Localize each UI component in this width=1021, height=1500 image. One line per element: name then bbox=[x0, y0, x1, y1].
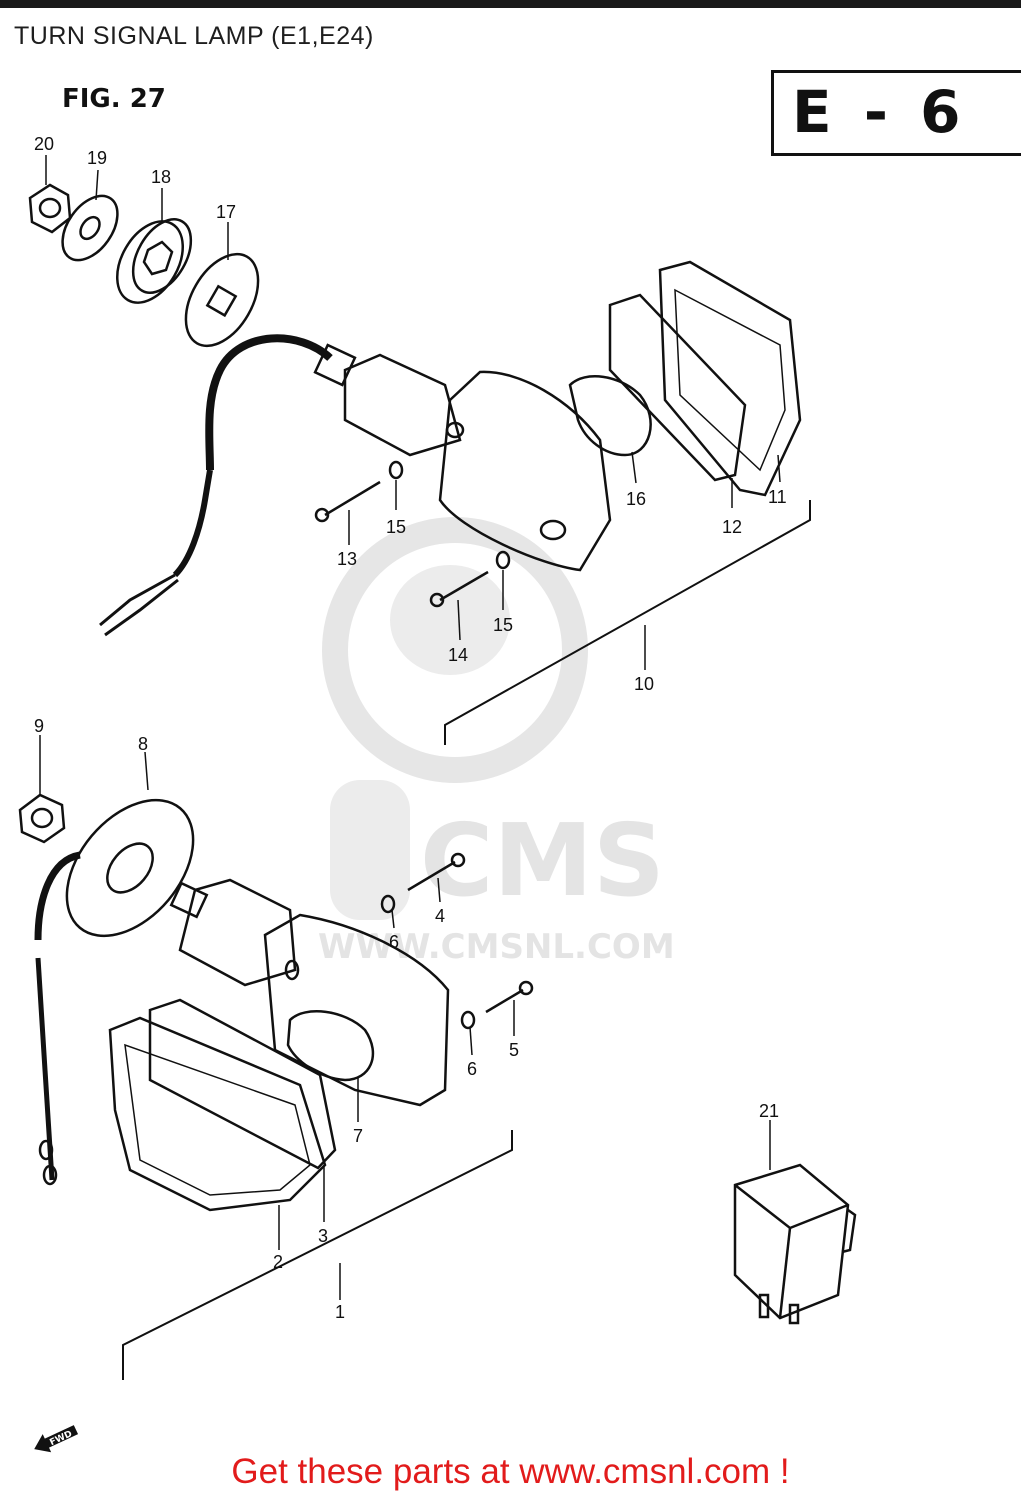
watermark-ring bbox=[322, 517, 588, 783]
callout-17: 17 bbox=[216, 202, 236, 222]
callout-19: 19 bbox=[87, 148, 107, 168]
callout-9: 9 bbox=[34, 716, 44, 736]
callout-16: 16 bbox=[626, 489, 646, 509]
callout-6a: 6 bbox=[389, 932, 399, 952]
figure-label: FIG. 27 bbox=[62, 84, 166, 114]
part-21-flasher-relay bbox=[733, 1163, 857, 1325]
callout-7: 7 bbox=[353, 1126, 363, 1146]
callout-10: 10 bbox=[634, 674, 654, 694]
watermark-brand: CMS bbox=[420, 802, 665, 919]
section-code: E - 6 bbox=[792, 78, 967, 146]
fwd-arrow-icon bbox=[34, 1425, 79, 1453]
part-8-washer bbox=[65, 798, 195, 938]
upper-assembly bbox=[28, 183, 811, 745]
part-9-nut bbox=[18, 793, 66, 844]
watermark-mascot-head bbox=[390, 565, 510, 675]
callout-21: 21 bbox=[759, 1101, 779, 1121]
callout-4: 4 bbox=[435, 906, 445, 926]
callout-13: 13 bbox=[337, 549, 357, 569]
top-rule bbox=[0, 0, 1021, 8]
callout-14: 14 bbox=[448, 645, 468, 665]
lower-assembly bbox=[18, 793, 857, 1380]
callout-1: 1 bbox=[335, 1302, 345, 1322]
callout-3: 3 bbox=[318, 1226, 328, 1246]
callout-20: 20 bbox=[34, 134, 54, 154]
callout-numbers: 1 2 3 4 5 6 6 7 8 9 10 11 12 13 14 15 15… bbox=[34, 134, 787, 1322]
callout-5: 5 bbox=[509, 1040, 519, 1060]
part-19-washer bbox=[61, 194, 119, 262]
cms-watermark: CMS WWW.CMSNL.COM bbox=[318, 517, 675, 967]
callout-12: 12 bbox=[722, 517, 742, 537]
callout-15b: 15 bbox=[493, 615, 513, 635]
watermark-url: WWW.CMSNL.COM bbox=[318, 927, 675, 967]
footer-link-text[interactable]: Get these parts at www.cmsnl.com ! bbox=[231, 1452, 790, 1491]
callout-11: 11 bbox=[768, 487, 787, 507]
callout-8: 8 bbox=[138, 734, 148, 754]
callout-2: 2 bbox=[273, 1252, 283, 1272]
callout-15a: 15 bbox=[386, 517, 406, 537]
part-18-grommet bbox=[116, 218, 193, 304]
callout-18: 18 bbox=[151, 167, 171, 187]
callout-6b: 6 bbox=[467, 1059, 477, 1079]
watermark-mascot-body bbox=[330, 780, 410, 920]
part-17-plate bbox=[184, 252, 260, 348]
page-title: TURN SIGNAL LAMP (E1,E24) bbox=[14, 22, 374, 50]
section-code-box bbox=[771, 70, 1021, 156]
leader-lines bbox=[39, 155, 781, 1300]
part-20-nut bbox=[28, 183, 72, 234]
